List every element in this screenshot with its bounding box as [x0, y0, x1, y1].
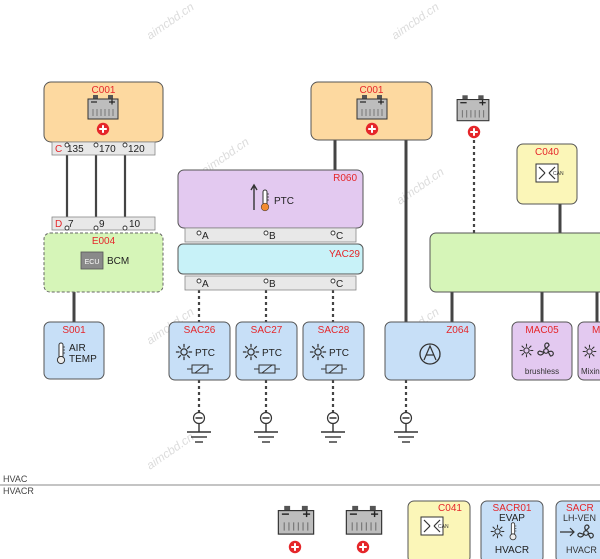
battery-icon [456, 94, 490, 122]
s001-id: S001 [62, 325, 86, 336]
sac27-label: PTC [262, 348, 282, 359]
bcm-module: E004 ECU BCM [43, 232, 164, 293]
pin-label: B [269, 231, 276, 242]
mac-partial-id: M [592, 325, 600, 336]
watermark: aimcbd.cn [394, 164, 447, 207]
section-divider: HVAC HVACR [0, 474, 600, 496]
mac05-module: MAC05 brushless [511, 321, 573, 381]
c001-mid-module: C001 [310, 81, 433, 141]
compressor-icon [419, 343, 441, 365]
pin-label: 7 [68, 219, 74, 230]
sacr01-id: SACR01 [493, 503, 532, 514]
sac26-id: SAC26 [184, 325, 216, 336]
sac28-heater: SAC28 PTC [302, 321, 365, 381]
pin-label: C [336, 231, 343, 242]
mac05-caption: brushless [525, 367, 559, 376]
sac28-id: SAC28 [318, 325, 350, 336]
pin-label: 10 [129, 219, 141, 230]
battery-icon [277, 505, 315, 535]
sac28-label: PTC [329, 348, 349, 359]
yac29-pin-row: A B C [184, 275, 357, 291]
bcm-id: E004 [92, 236, 116, 247]
pin-label: 170 [99, 144, 116, 155]
pin-label: 9 [99, 219, 105, 230]
r060-label: PTC [274, 196, 294, 207]
ground-icon [253, 412, 279, 443]
pin-row-prefix: C [55, 144, 62, 155]
section-label-upper: HVAC [3, 474, 28, 484]
c041-id: C041 [438, 503, 462, 514]
arrow-right-icon [560, 527, 575, 537]
mac-partial-caption: Mixin [581, 367, 600, 376]
sacr-partial-line2: HVACR [566, 545, 597, 555]
r060-id: R060 [333, 173, 357, 184]
can-chip-text: CAN [438, 524, 449, 530]
s001-sensor: S001 AIR TEMP [43, 321, 105, 380]
battery-icon [87, 94, 119, 120]
pin-row-prefix: D [55, 219, 62, 230]
battery-icon [345, 505, 383, 535]
pin-label: 135 [67, 144, 84, 155]
section-label-lower: HVACR [3, 486, 34, 496]
heat-bulb-icon [261, 203, 269, 211]
z064-id: Z064 [446, 325, 469, 336]
ground-icon [320, 412, 346, 443]
yac29-id: YAC29 [329, 249, 360, 260]
fuse-icon [467, 125, 481, 139]
ground-icon [393, 412, 419, 443]
sac27-id: SAC27 [251, 325, 283, 336]
bcm-label: BCM [107, 256, 129, 267]
pin-label: C [336, 279, 343, 290]
c040-id: C040 [535, 147, 559, 158]
ecu-chip-icon [80, 251, 104, 270]
c001-mid-id: C001 [360, 85, 384, 96]
yac29-connector: YAC29 [177, 243, 364, 275]
r060-module: R060 PTC [177, 169, 364, 229]
pin-label: A [202, 231, 209, 242]
sac26-heater: SAC26 PTC [168, 321, 231, 381]
watermark: aimcbd.cn [144, 429, 197, 472]
pin-terminals [64, 142, 336, 284]
c001-left-module: C001 [43, 81, 164, 143]
s001-line1: AIR [69, 343, 86, 354]
pin-label: 120 [128, 144, 145, 155]
green-control-module [429, 232, 600, 293]
ecu-chip-text: ECU [85, 259, 100, 266]
pin-label: A [202, 279, 209, 290]
c001-left-pin-row: C 135 170 120 [51, 141, 156, 156]
sacr-partial-line1: LH-VEN [563, 513, 596, 523]
fuse-icon [96, 122, 110, 136]
c040-module: C040 CAN [516, 143, 578, 205]
battery-icon [356, 94, 388, 120]
can-chip-text: CAN [553, 171, 564, 177]
r060-pin-row: A B C [184, 227, 357, 243]
c001-left-id: C001 [92, 85, 116, 96]
fuse-icon [356, 540, 370, 554]
pin-label: B [269, 279, 276, 290]
c041-module: C041 CAN [407, 500, 471, 559]
z064-module: Z064 [384, 321, 476, 381]
sac27-heater: SAC27 PTC [235, 321, 298, 381]
bcm-pin-row: D 7 9 10 [51, 216, 156, 231]
up-arrow-icon [250, 183, 258, 210]
watermark: aimcbd.cn [144, 0, 197, 42]
mac05-id: MAC05 [525, 325, 559, 336]
watermark: aimcbd.cn [389, 0, 442, 42]
s001-line2: TEMP [69, 354, 97, 365]
sac26-label: PTC [195, 348, 215, 359]
fuse-icon [288, 540, 302, 554]
fuse-icon [365, 122, 379, 136]
sacr01-line1: EVAP [499, 513, 525, 524]
sacr-partial-module: SACR LH-VEN HVACR [555, 500, 600, 559]
sacr01-line2: HVACR [495, 545, 529, 556]
sacr01-module: SACR01 EVAP HVACR [480, 500, 544, 559]
mac-partial-module: M Mixin [577, 321, 600, 381]
wires [65, 140, 599, 413]
sacr-partial-id: SACR [566, 503, 594, 514]
